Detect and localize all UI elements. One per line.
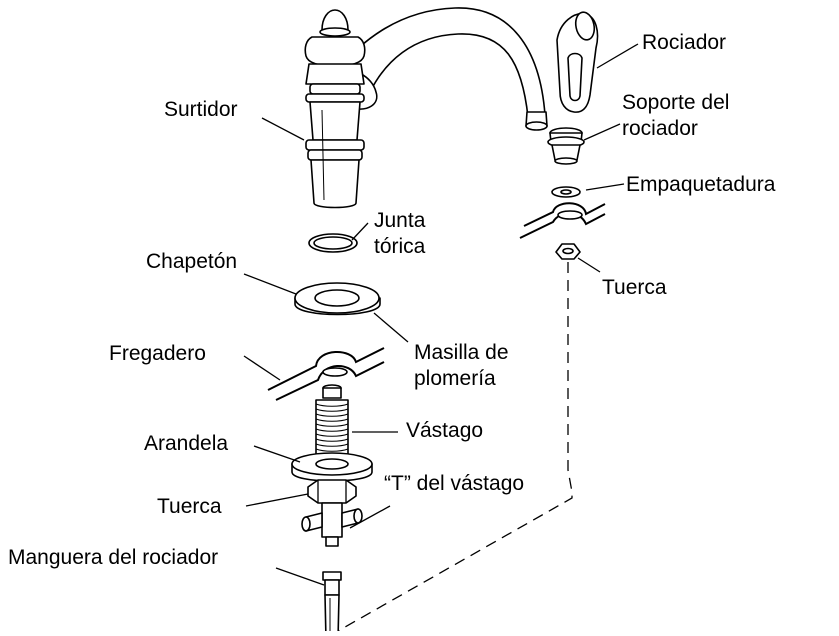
hose-route-dashed [337, 262, 573, 632]
shank-thread [315, 433, 349, 437]
shank-thread [315, 423, 349, 427]
label-sprayer-hose: Manguera del rociador [8, 546, 219, 569]
sprayer-nut [555, 243, 581, 260]
label-shank: Vástago [406, 419, 484, 442]
label-spout: Surtidor [164, 98, 238, 121]
label-sprayer-holder-line2: rociador [622, 117, 698, 140]
shank [315, 384, 349, 457]
shank-thread [315, 403, 349, 407]
shank-thread [315, 413, 349, 417]
label-plumbers-putty-line1: Masilla de [414, 341, 509, 364]
faucet-spout [304, 7, 548, 209]
label-gasket: Empaquetadura [626, 173, 776, 196]
label-o-ring-line2: tórica [374, 235, 426, 258]
label-shank-tee: “T” del vástago [384, 472, 525, 495]
sprayer-gasket [551, 186, 581, 198]
leader-lines [243, 43, 639, 586]
o-ring [308, 233, 358, 253]
label-escutcheon: Chapetón [146, 250, 238, 273]
shank-thread [315, 438, 349, 442]
shank-thread [315, 443, 349, 447]
label-o-ring-line1: Junta [374, 209, 426, 232]
sprayer [556, 11, 599, 113]
shank-nut [307, 479, 357, 504]
sprayer-holder [547, 127, 585, 165]
escutcheon [294, 282, 381, 316]
shank-tee [301, 502, 363, 547]
shank-thread [315, 408, 349, 412]
shank-thread [315, 428, 349, 432]
sink-section-right [519, 202, 606, 239]
label-plumbers-putty-line2: plomería [414, 367, 496, 390]
shank-thread [315, 448, 349, 452]
label-sink: Fregadero [109, 342, 206, 365]
label-sprayer: Rociador [642, 31, 727, 54]
label-nut-bottom: Tuerca [157, 495, 222, 518]
label-nut-top: Tuerca [602, 276, 667, 299]
washer [291, 452, 373, 482]
sink-section-left [267, 347, 385, 401]
label-sprayer-holder-line1: Soporte del [622, 91, 730, 114]
sprayer-hose [322, 571, 342, 636]
shank-thread [315, 418, 349, 422]
label-washer: Arandela [144, 432, 229, 455]
